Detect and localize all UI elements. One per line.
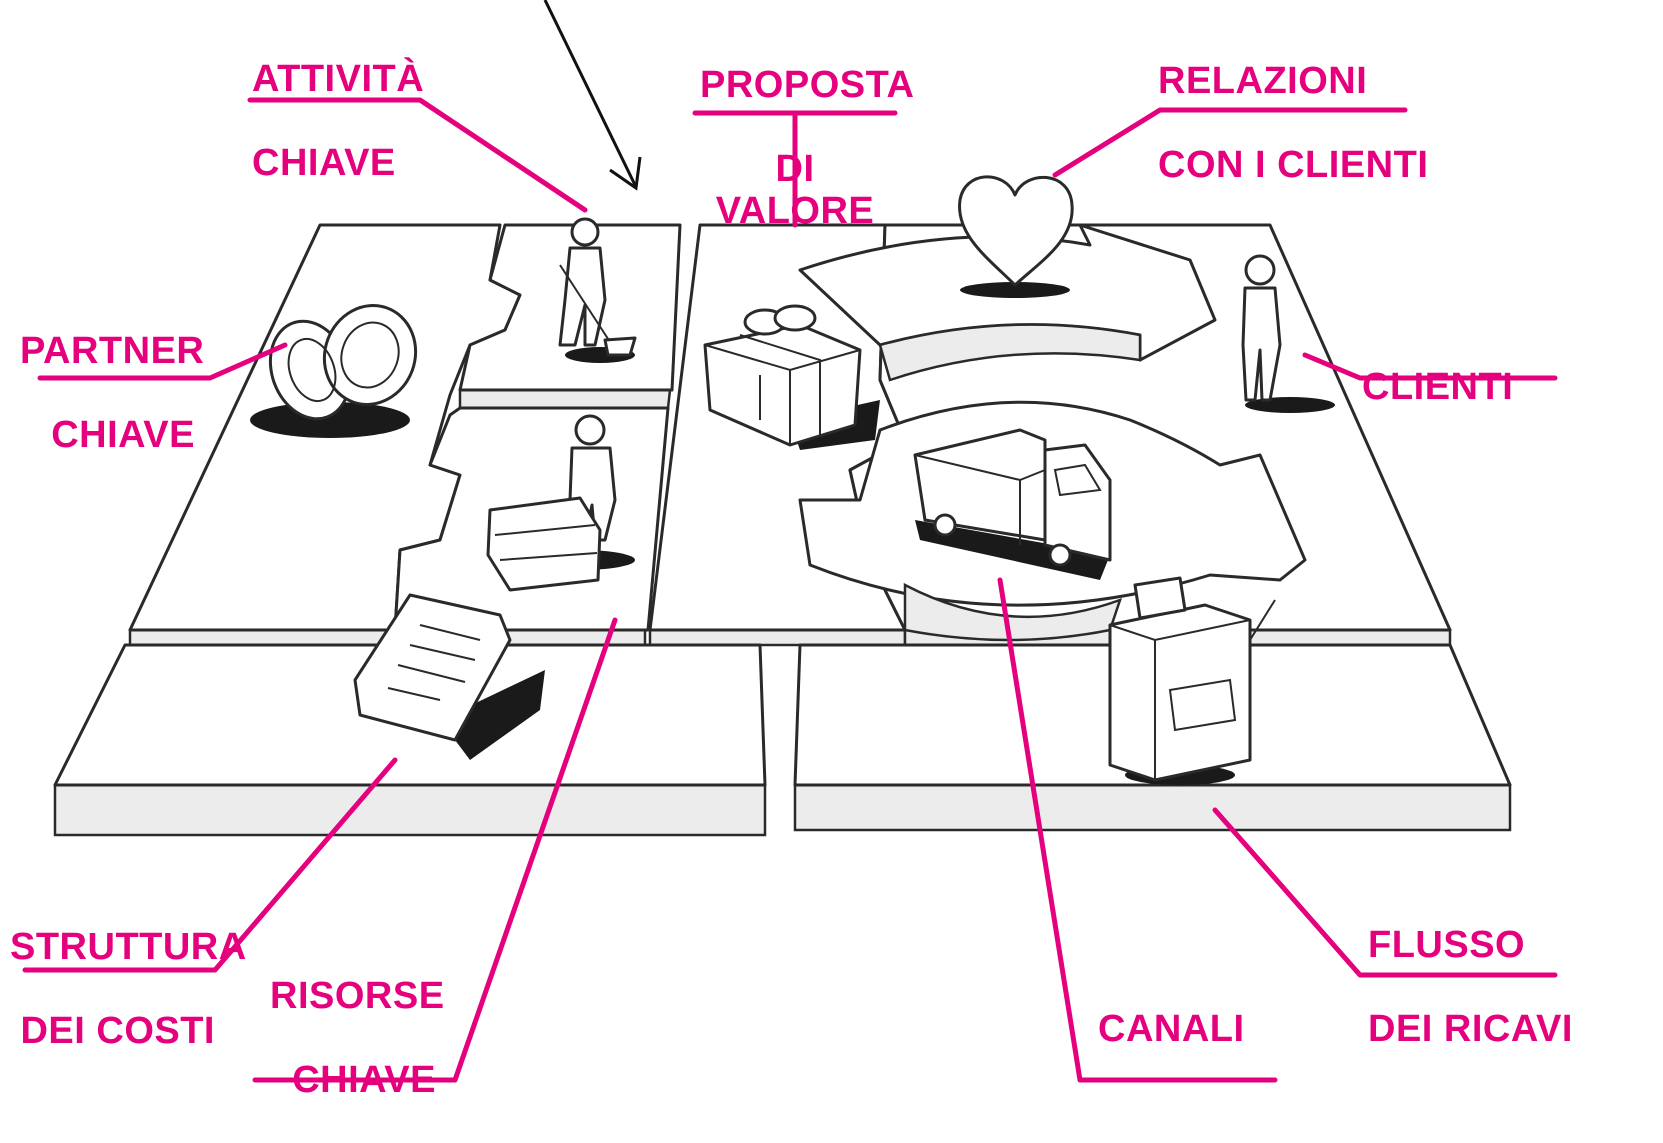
label-revenue-streams-line2: DEI RICAVI bbox=[1368, 1008, 1573, 1050]
label-customer-relationships-line2: CON I CLIENTI bbox=[1158, 144, 1429, 186]
leader-key-activities bbox=[247, 97, 588, 213]
label-key-partners-line1: PARTNER bbox=[20, 330, 205, 372]
label-cost-structure-line2: DEI COSTI bbox=[20, 1010, 215, 1052]
person-with-machine-icon bbox=[486, 414, 635, 592]
leader-revenue-streams bbox=[1212, 807, 1558, 978]
leader-value-proposition bbox=[692, 110, 898, 228]
label-channels: CANALI bbox=[1098, 966, 1245, 1092]
label-value-proposition-line1: PROPOSTA bbox=[700, 64, 915, 106]
heart-icon bbox=[958, 175, 1074, 298]
pointer-arrow bbox=[543, 0, 642, 191]
leader-key-partners bbox=[37, 342, 288, 381]
label-key-partners: PARTNER CHIAVE bbox=[20, 288, 205, 498]
label-revenue-streams-line1: FLUSSO bbox=[1368, 924, 1526, 966]
leader-key-resources bbox=[252, 617, 618, 1083]
label-key-resources-line2: CHIAVE bbox=[292, 1059, 436, 1101]
leader-customer-relationships bbox=[1052, 107, 1408, 178]
delivery-truck-icon bbox=[913, 428, 1112, 580]
label-customers-line1: CLIENTI bbox=[1362, 366, 1514, 408]
label-customer-relationships-line1: RELAZIONI bbox=[1158, 60, 1368, 102]
leader-lines bbox=[22, 97, 1558, 1083]
label-key-activities-line2: CHIAVE bbox=[252, 142, 396, 184]
label-key-resources: RISORSE CHIAVE bbox=[270, 933, 445, 1143]
label-key-resources-line1: RISORSE bbox=[270, 975, 445, 1017]
leader-customers bbox=[1302, 352, 1558, 381]
label-customers: CLIENTI bbox=[1362, 324, 1513, 450]
label-cost-structure-line1: STRUTTURA bbox=[10, 926, 247, 968]
label-key-activities-line1: ATTIVITÀ bbox=[252, 58, 425, 100]
label-value-proposition-line2: DI VALORE bbox=[715, 148, 875, 232]
business-model-canvas-illustration: .sk { fill:#ffffff; stroke:#2a2a2a; stro… bbox=[22, 0, 1558, 1083]
label-key-partners-line2: CHIAVE bbox=[51, 414, 195, 456]
interlocked-rings-icon bbox=[250, 304, 418, 438]
leader-channels bbox=[997, 577, 1278, 1083]
label-cost-structure: STRUTTURA DEI COSTI bbox=[10, 884, 247, 1094]
label-customer-relationships: RELAZIONI CON I CLIENTI bbox=[1158, 18, 1428, 228]
person-digging-icon bbox=[558, 217, 637, 363]
label-revenue-streams: FLUSSO DEI RICAVI bbox=[1368, 882, 1573, 1092]
gift-box-icon bbox=[703, 304, 880, 450]
label-value-proposition: PROPOSTA DI VALORE bbox=[700, 22, 915, 274]
cash-register-icon bbox=[1108, 576, 1276, 785]
leader-cost-structure bbox=[22, 757, 398, 973]
label-key-activities: ATTIVITÀ CHIAVE bbox=[252, 16, 424, 226]
label-channels-line1: CANALI bbox=[1098, 1008, 1245, 1050]
standing-person-icon bbox=[1241, 254, 1335, 413]
invoice-document-icon bbox=[353, 593, 545, 760]
